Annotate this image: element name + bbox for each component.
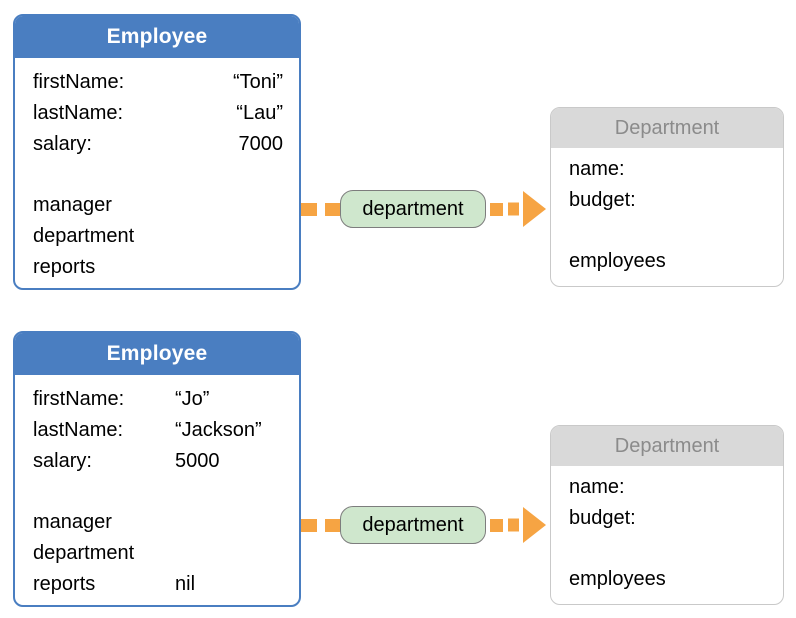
attribute-value: “Toni” bbox=[232, 71, 283, 93]
attribute-row: name: bbox=[569, 154, 767, 185]
arrow-dash bbox=[301, 518, 317, 532]
department-card-1-body: name: budget: employees bbox=[551, 148, 783, 277]
relationship-name: employees bbox=[569, 250, 666, 272]
relationship-row: reports bbox=[33, 252, 283, 283]
attribute-value: “Jackson” bbox=[175, 419, 262, 441]
employee-card-2-body: firstName: “Jo” lastName: “Jackson” sala… bbox=[15, 375, 299, 600]
employee-card-1-title: Employee bbox=[15, 16, 299, 58]
employee-card-1: Employee firstName: “Toni” lastName: “La… bbox=[13, 14, 301, 290]
department-card-1: Department name: budget: employees bbox=[550, 107, 784, 287]
relationship-name: manager bbox=[33, 194, 112, 216]
arrow-dash bbox=[325, 518, 340, 532]
attribute-row: firstName: “Jo” bbox=[33, 384, 283, 415]
relationship-name: employees bbox=[569, 568, 666, 590]
attribute-label: budget: bbox=[569, 507, 636, 529]
attribute-row: name: bbox=[569, 472, 767, 503]
department-card-1-title: Department bbox=[551, 108, 783, 148]
attribute-row: lastName: “Lau” bbox=[33, 98, 283, 129]
relationship-row: reports nil bbox=[33, 569, 283, 600]
attribute-value: 7000 bbox=[238, 133, 284, 155]
arrow-head-icon bbox=[508, 191, 546, 227]
relationship-row: department bbox=[33, 221, 283, 252]
department-card-2-body: name: budget: employees bbox=[551, 466, 783, 595]
attribute-row: salary: 5000 bbox=[33, 446, 283, 477]
blank-line bbox=[569, 534, 767, 564]
relationship-row: manager bbox=[33, 190, 283, 221]
arrow-dash bbox=[301, 202, 317, 216]
arrow-head-icon bbox=[508, 507, 546, 543]
relationship-name: department bbox=[33, 225, 135, 247]
arrow-dash bbox=[325, 202, 340, 216]
attribute-label: salary: bbox=[33, 133, 92, 155]
relationship-row: department bbox=[33, 538, 283, 569]
arrow-dash bbox=[490, 518, 503, 532]
attribute-row: lastName: “Jackson” bbox=[33, 415, 283, 446]
attribute-row: firstName: “Toni” bbox=[33, 67, 283, 98]
relationship-label-pill: department bbox=[340, 506, 486, 544]
relationship-arrow-1: department bbox=[301, 190, 546, 228]
attribute-label: firstName: bbox=[33, 71, 125, 93]
employee-card-2: Employee firstName: “Jo” lastName: “Jack… bbox=[13, 331, 301, 607]
employee-card-2-title: Employee bbox=[15, 333, 299, 375]
relationship-name: reports bbox=[33, 256, 96, 278]
relationship-name: manager bbox=[33, 511, 112, 533]
relationship-row: employees bbox=[569, 246, 767, 277]
blank-line bbox=[33, 477, 283, 507]
attribute-row: salary: 7000 bbox=[33, 129, 283, 160]
relationship-label: department bbox=[362, 197, 464, 220]
attribute-label: budget: bbox=[569, 189, 636, 211]
employee-card-1-body: firstName: “Toni” lastName: “Lau” salary… bbox=[15, 58, 299, 283]
attribute-value: “Jo” bbox=[175, 388, 210, 410]
relationship-label-pill: department bbox=[340, 190, 486, 228]
relationship-value: nil bbox=[175, 573, 196, 595]
attribute-label: lastName: bbox=[33, 102, 124, 124]
attribute-row: budget: bbox=[569, 503, 767, 534]
attribute-row: budget: bbox=[569, 185, 767, 216]
attribute-label: firstName: bbox=[33, 388, 125, 410]
attribute-label: name: bbox=[569, 158, 625, 180]
relationship-row: employees bbox=[569, 564, 767, 595]
blank-line bbox=[569, 216, 767, 246]
blank-line bbox=[33, 160, 283, 190]
attribute-value: 5000 bbox=[175, 450, 220, 472]
attribute-label: name: bbox=[569, 476, 625, 498]
relationship-row: manager bbox=[33, 507, 283, 538]
relationship-name: department bbox=[33, 542, 135, 564]
arrow-dash bbox=[490, 202, 503, 216]
attribute-label: lastName: bbox=[33, 419, 124, 441]
department-card-2-title: Department bbox=[551, 426, 783, 466]
attribute-label: salary: bbox=[33, 450, 92, 472]
department-card-2: Department name: budget: employees bbox=[550, 425, 784, 605]
relationship-label: department bbox=[362, 513, 464, 536]
relationship-arrow-2: department bbox=[301, 506, 546, 544]
relationship-name: reports bbox=[33, 573, 96, 595]
attribute-value: “Lau” bbox=[236, 102, 283, 124]
